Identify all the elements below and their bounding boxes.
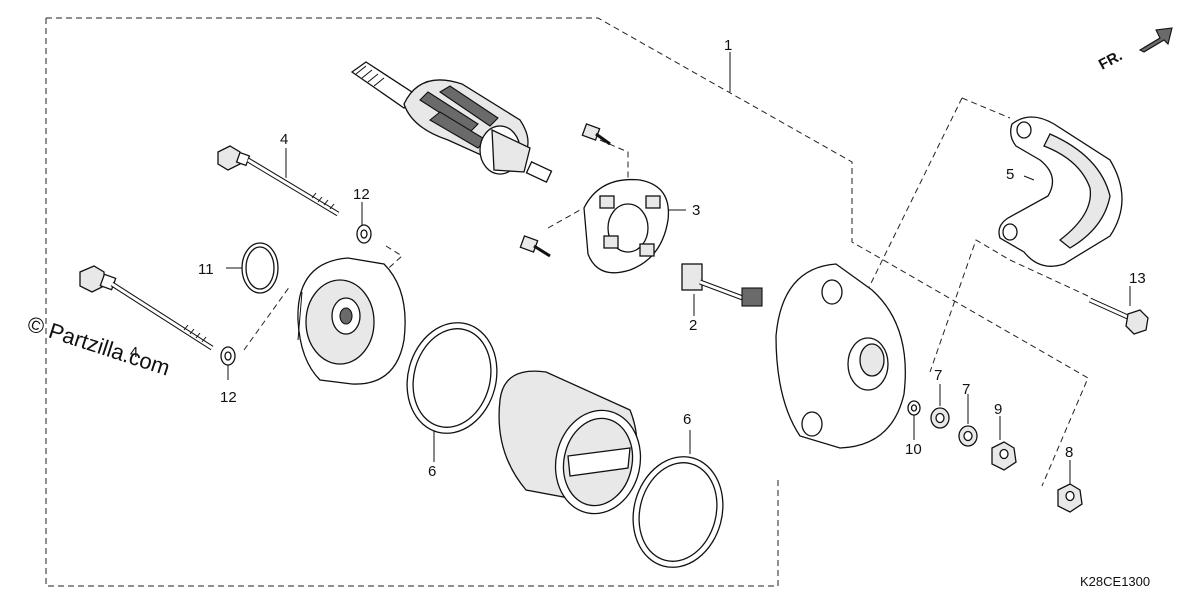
callout-8: 8 [1065,444,1073,461]
callout-1: 1 [724,37,732,54]
washer-icon [907,400,921,416]
callout-6-left: 6 [428,463,436,480]
washer-icon [220,346,236,366]
front-bracket-icon [297,257,406,385]
front-label: FR. [1096,47,1125,73]
nut-icon [1057,483,1083,513]
callout-4-upper: 4 [280,131,288,148]
o-ring-icon [632,456,724,568]
callout-3: 3 [692,202,700,219]
terminal-bolt-icon [681,263,763,307]
callout-5: 5 [1006,166,1014,183]
callout-12-upper: 12 [353,186,370,203]
watermark: © Partzilla.com [24,311,173,381]
drawing-code: K28CE1300 [1080,574,1150,589]
callout-13: 13 [1129,270,1146,287]
assembly-boundary [45,17,1089,587]
brush-holder-icon [583,178,670,274]
nut-icon [991,441,1017,471]
rear-cover-icon [775,263,906,449]
callout-6-right: 6 [683,411,691,428]
washer-icon [930,407,950,429]
callout-4-lower: 4 [130,344,138,361]
front-direction-arrow: FR. [1096,27,1173,74]
yoke-icon [498,370,642,515]
callout-7-right: 7 [962,381,970,398]
screw-icon [519,235,551,258]
screw-icon [581,123,611,146]
armature-icon [350,61,553,183]
callout-labels: 1 2 3 4 4 5 6 6 7 7 8 9 10 11 12 12 13 [130,37,1146,480]
callout-7-left: 7 [934,367,942,384]
callout-9: 9 [994,401,1002,418]
callout-10: 10 [905,441,922,458]
callout-12-lower: 12 [220,389,237,406]
o-ring-icon [241,242,279,294]
cover-plate-icon [998,116,1123,267]
callout-2: 2 [689,317,697,334]
o-ring-icon [406,322,498,434]
through-bolt-icon [217,145,340,217]
through-bolt-icon [79,265,214,351]
flange-bolt-icon [1088,297,1149,335]
callout-11: 11 [198,261,214,278]
washer-icon [356,224,372,244]
washer-icon [958,425,978,447]
